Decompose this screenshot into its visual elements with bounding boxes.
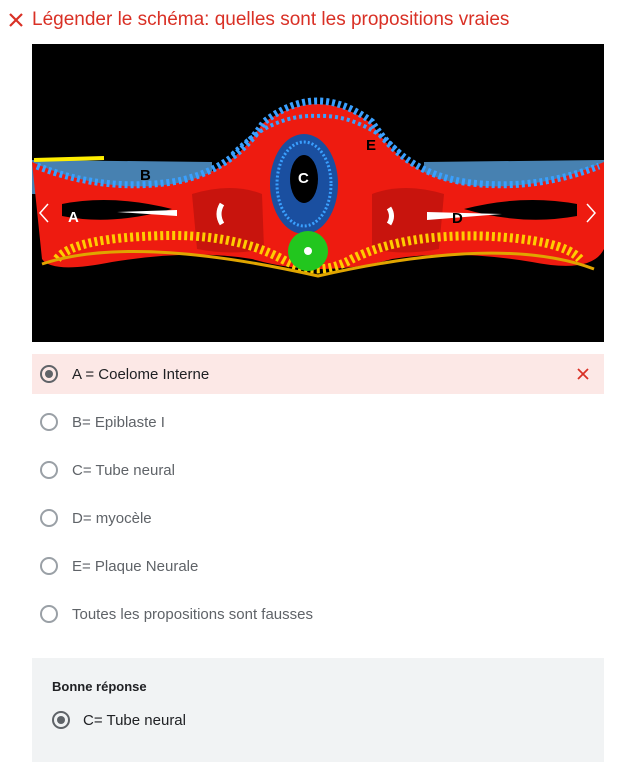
correct-answer-panel: Bonne réponse C= Tube neural xyxy=(32,658,604,762)
correct-answer-heading: Bonne réponse xyxy=(52,679,147,694)
option-e[interactable]: E= Plaque Neurale xyxy=(32,546,604,586)
diagram-label-c: C xyxy=(298,170,309,187)
chevron-left-icon[interactable] xyxy=(38,203,49,223)
radio-button[interactable] xyxy=(40,365,58,383)
option-label: D= myocèle xyxy=(72,509,152,527)
correct-answer-row: C= Tube neural xyxy=(52,711,186,729)
option-b[interactable]: B= Epiblaste I xyxy=(32,402,604,442)
option-d[interactable]: D= myocèle xyxy=(32,498,604,538)
option-all-false[interactable]: Toutes les propositions sont fausses xyxy=(32,594,604,634)
radio-button[interactable] xyxy=(40,509,58,527)
radio-button[interactable] xyxy=(40,413,58,431)
correct-answer-label: C= Tube neural xyxy=(83,711,186,729)
radio-button[interactable] xyxy=(40,605,58,623)
diagram-label-d: D xyxy=(452,210,463,227)
embryo-diagram: B A C D E xyxy=(32,44,604,342)
radio-button[interactable] xyxy=(40,461,58,479)
diagram-label-a: A xyxy=(68,209,79,226)
wrong-x-icon xyxy=(577,368,589,380)
embryo-diagram-svg: B A C D E xyxy=(32,44,604,342)
option-c[interactable]: C= Tube neural xyxy=(32,450,604,490)
option-a[interactable]: A = Coelome Interne xyxy=(32,354,604,394)
option-label: Toutes les propositions sont fausses xyxy=(72,605,313,623)
question-title: Légender le schéma: quelles sont les pro… xyxy=(32,9,510,30)
option-label: B= Epiblaste I xyxy=(72,413,165,431)
question-header: Légender le schéma: quelles sont les pro… xyxy=(6,7,509,33)
radio-button-checked xyxy=(52,711,70,729)
option-label: C= Tube neural xyxy=(72,461,175,479)
radio-button[interactable] xyxy=(40,557,58,575)
diagram-label-e: E xyxy=(366,137,376,154)
chevron-right-icon[interactable] xyxy=(586,203,597,223)
option-label: A = Coelome Interne xyxy=(72,365,210,383)
incorrect-x-icon xyxy=(9,13,23,27)
diagram-label-b: B xyxy=(140,167,151,184)
option-label: E= Plaque Neurale xyxy=(72,557,199,575)
options-list: A = Coelome Interne B= Epiblaste I C= Tu… xyxy=(32,354,604,642)
